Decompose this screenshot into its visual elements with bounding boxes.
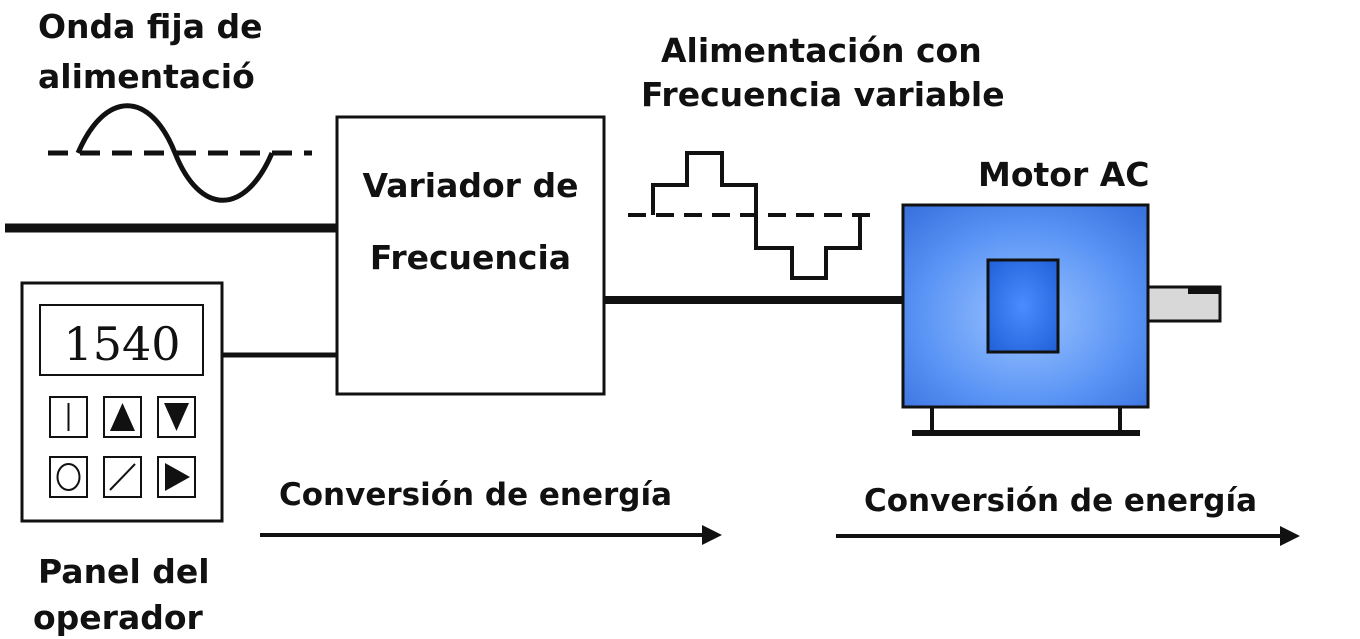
energy-label-left: Conversión de energía — [279, 477, 673, 513]
energy-label-right: Conversión de energía — [864, 483, 1258, 519]
slash-icon[interactable] — [103, 456, 142, 498]
drive-label-line1: Variador de — [362, 166, 579, 205]
motor-label: Motor AC — [978, 155, 1150, 194]
output-label-line2: Frecuencia variable — [641, 75, 1005, 114]
frequency-drive-box — [335, 115, 606, 396]
output-step-waveform — [628, 151, 870, 280]
play-triangle-icon[interactable] — [157, 456, 196, 498]
motor-body — [901, 203, 1222, 436]
panel-label-line2: operador — [33, 598, 203, 637]
drive-label-line2: Frecuencia — [369, 238, 572, 277]
output-label-line1: Alimentación con — [661, 31, 982, 70]
up-triangle-icon[interactable] — [103, 396, 142, 438]
source-label-line2: alimentació — [38, 57, 255, 96]
panel-display-value: 1540 — [63, 317, 180, 371]
energy-arrow-left — [260, 525, 722, 545]
source-label-line1: Onda fija de — [38, 7, 263, 46]
input-sine-wave — [48, 103, 312, 203]
start-line-icon[interactable] — [49, 396, 88, 438]
down-triangle-icon[interactable] — [157, 396, 196, 438]
panel-label-line1: Panel del — [38, 552, 210, 591]
energy-arrow-right — [836, 526, 1300, 546]
stop-circle-icon[interactable] — [49, 456, 88, 498]
